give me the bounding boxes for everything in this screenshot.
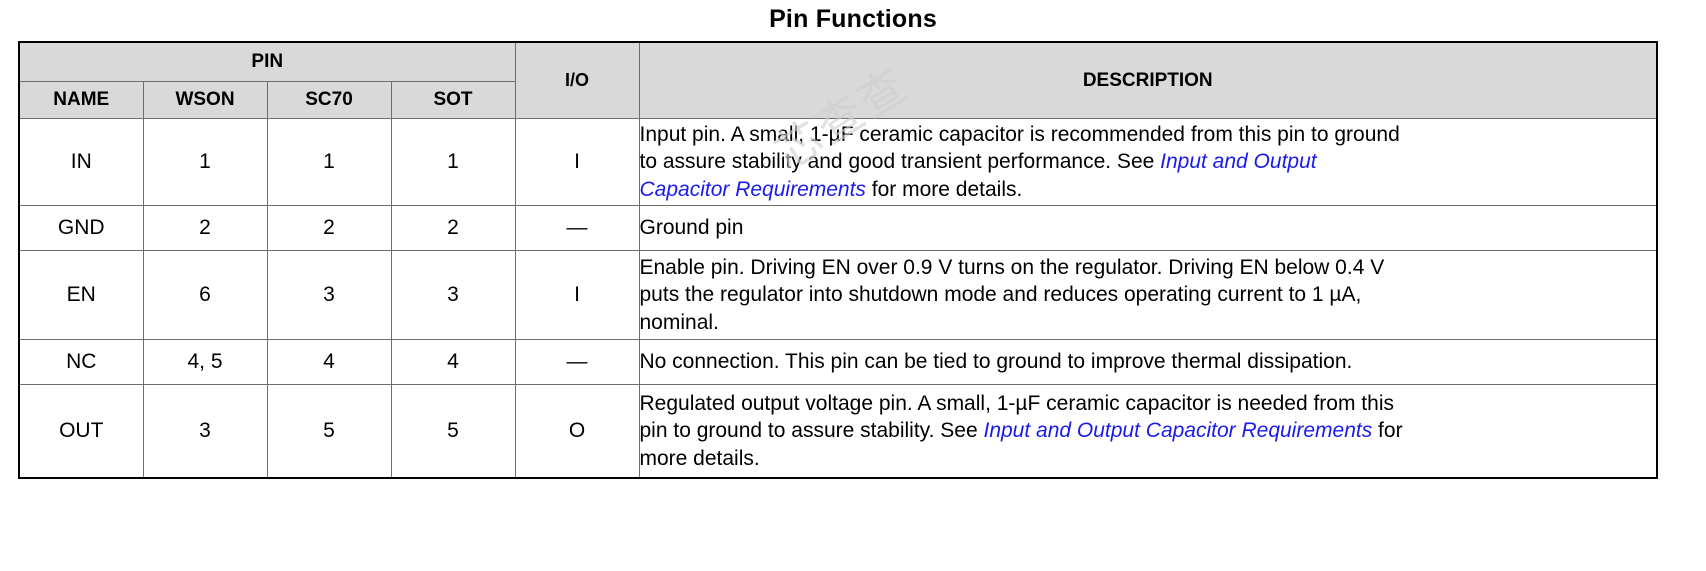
description-text: nominal.: [639, 310, 719, 334]
cell-description: Ground pin: [638, 205, 1658, 251]
description-line: Capacitor Requirements for more details.: [640, 176, 1657, 203]
cell-wson: 4, 5: [142, 339, 268, 385]
description-line: Enable pin. Driving EN over 0.9 V turns …: [640, 254, 1657, 281]
cell-wson: 1: [142, 118, 268, 206]
cell-sot: 1: [390, 118, 516, 206]
cell-sc70: 5: [266, 384, 392, 479]
cell-io: O: [514, 384, 640, 479]
cell-sc70: 2: [266, 205, 392, 251]
cell-name: IN: [18, 118, 144, 206]
column-header-description: DESCRIPTION: [638, 41, 1658, 119]
cell-name: GND: [18, 205, 144, 251]
description-line: Input pin. A small, 1-µF ceramic capacit…: [640, 121, 1657, 148]
table-head: PIN I/O DESCRIPTION NAME WSON SC70 SOT: [18, 41, 1658, 119]
description-text: Regulated output voltage pin. A small, 1…: [639, 392, 1394, 416]
description-text: Enable pin. Driving EN over 0.9 V turns …: [639, 256, 1385, 280]
cell-sot: 2: [390, 205, 516, 251]
description-text: pin to ground to assure stability. See: [639, 419, 984, 443]
doc-link[interactable]: Input and Output Capacitor Requirements: [983, 419, 1373, 443]
column-header-sot: SOT: [390, 81, 516, 119]
description-text: to assure stability and good transient p…: [639, 150, 1161, 174]
cell-name: EN: [18, 250, 144, 340]
pin-functions-table-wrapper: 芯查查 PIN I/O DESCRIPTION NAME WSON SC70 S…: [18, 41, 1658, 479]
table-header-group-row: PIN I/O DESCRIPTION: [18, 41, 1658, 119]
description-text: more details.: [639, 446, 760, 470]
cell-description: Regulated output voltage pin. A small, 1…: [638, 384, 1658, 479]
page-title: Pin Functions: [769, 5, 937, 33]
column-header-wson: WSON: [142, 81, 268, 119]
column-header-io: I/O: [514, 41, 640, 119]
description-line: pin to ground to assure stability. See I…: [640, 417, 1657, 444]
cell-io: I: [514, 118, 640, 206]
cell-wson: 2: [142, 205, 268, 251]
description-text: puts the regulator into shutdown mode an…: [639, 283, 1362, 307]
cell-sot: 3: [390, 250, 516, 340]
table-header-row: NAME WSON SC70 SOT: [18, 81, 1657, 119]
cell-io: —: [514, 339, 640, 385]
description-line: more details.: [640, 445, 1657, 472]
column-header-sc70: SC70: [266, 81, 392, 119]
description-line: Ground pin: [640, 214, 1657, 241]
cell-sc70: 1: [266, 118, 392, 206]
description-line: Regulated output voltage pin. A small, 1…: [640, 390, 1657, 417]
doc-link[interactable]: Capacitor Requirements: [639, 177, 866, 201]
description-line: puts the regulator into shutdown mode an…: [640, 281, 1657, 308]
column-header-name: NAME: [18, 81, 144, 119]
pin-functions-table: PIN I/O DESCRIPTION NAME WSON SC70 SOT I…: [18, 41, 1658, 479]
cell-wson: 3: [142, 384, 268, 479]
doc-link[interactable]: Input and Output: [1160, 150, 1317, 174]
description-text: for more details.: [865, 177, 1023, 201]
cell-description: Enable pin. Driving EN over 0.9 V turns …: [638, 250, 1658, 340]
description-line: to assure stability and good transient p…: [640, 148, 1657, 175]
cell-wson: 6: [142, 250, 268, 340]
cell-sot: 5: [390, 384, 516, 479]
description-text: No connection. This pin can be tied to g…: [639, 350, 1353, 374]
cell-sc70: 3: [266, 250, 392, 340]
cell-name: OUT: [18, 384, 144, 479]
cell-name: NC: [18, 339, 144, 385]
description-line: nominal.: [640, 309, 1657, 336]
description-text: for: [1372, 419, 1403, 443]
cell-sc70: 4: [266, 339, 392, 385]
column-group-header-pin: PIN: [18, 41, 516, 82]
cell-sot: 4: [390, 339, 516, 385]
description-text: Input pin. A small, 1-µF ceramic capacit…: [639, 123, 1400, 147]
cell-io: —: [514, 205, 640, 251]
description-text: Ground pin: [639, 216, 744, 240]
cell-description: Input pin. A small, 1-µF ceramic capacit…: [638, 118, 1658, 206]
cell-io: I: [514, 250, 640, 340]
description-line: No connection. This pin can be tied to g…: [640, 348, 1657, 375]
cell-description: No connection. This pin can be tied to g…: [638, 339, 1658, 385]
